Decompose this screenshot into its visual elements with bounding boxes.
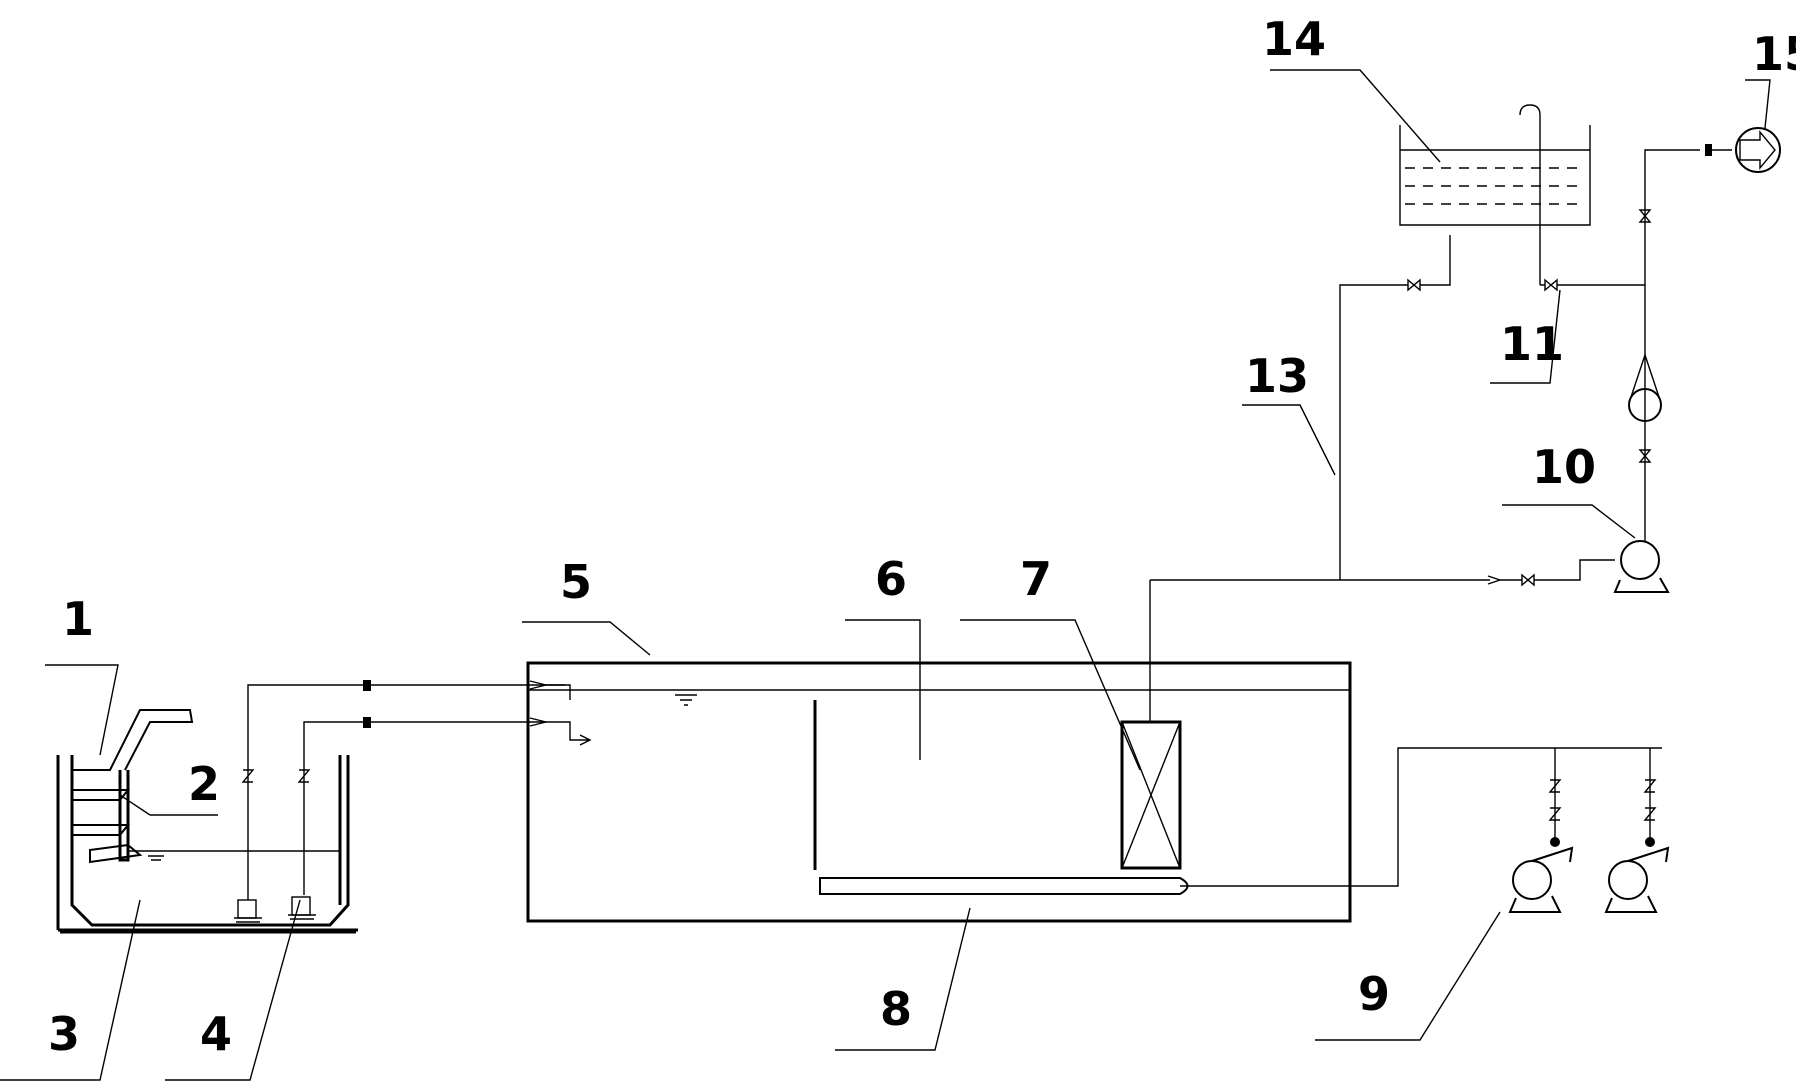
lift-pipes bbox=[247, 680, 592, 746]
label-15: 15 bbox=[1752, 27, 1796, 81]
label-2: 2 bbox=[188, 757, 220, 811]
leader-lines bbox=[0, 69, 1771, 1081]
backwash-system bbox=[1339, 104, 1645, 580]
label-8: 8 bbox=[880, 982, 912, 1036]
label-7: 7 bbox=[1020, 552, 1052, 606]
air-blower bbox=[1735, 127, 1781, 173]
label-1: 1 bbox=[62, 592, 94, 646]
permeate-system bbox=[1150, 144, 1732, 593]
label-10: 10 bbox=[1532, 440, 1596, 494]
membrane-module bbox=[1120, 580, 1182, 870]
chemical-tank bbox=[1399, 125, 1591, 226]
label-3: 3 bbox=[48, 1007, 80, 1061]
main-tank bbox=[526, 661, 1352, 923]
blowers bbox=[1508, 748, 1670, 913]
label-9: 9 bbox=[1358, 967, 1390, 1021]
label-6: 6 bbox=[875, 552, 907, 606]
label-4: 4 bbox=[200, 1007, 232, 1061]
label-13: 13 bbox=[1245, 349, 1309, 403]
label-11: 11 bbox=[1500, 317, 1564, 371]
submersible-pumps bbox=[234, 690, 316, 923]
sump-tank bbox=[56, 709, 358, 934]
label-14: 14 bbox=[1262, 12, 1326, 66]
label-5: 5 bbox=[560, 555, 592, 609]
aeration-pipe bbox=[819, 747, 1662, 895]
labels: 1 2 3 4 5 6 7 8 9 10 11 13 14 15 bbox=[48, 12, 1796, 1061]
